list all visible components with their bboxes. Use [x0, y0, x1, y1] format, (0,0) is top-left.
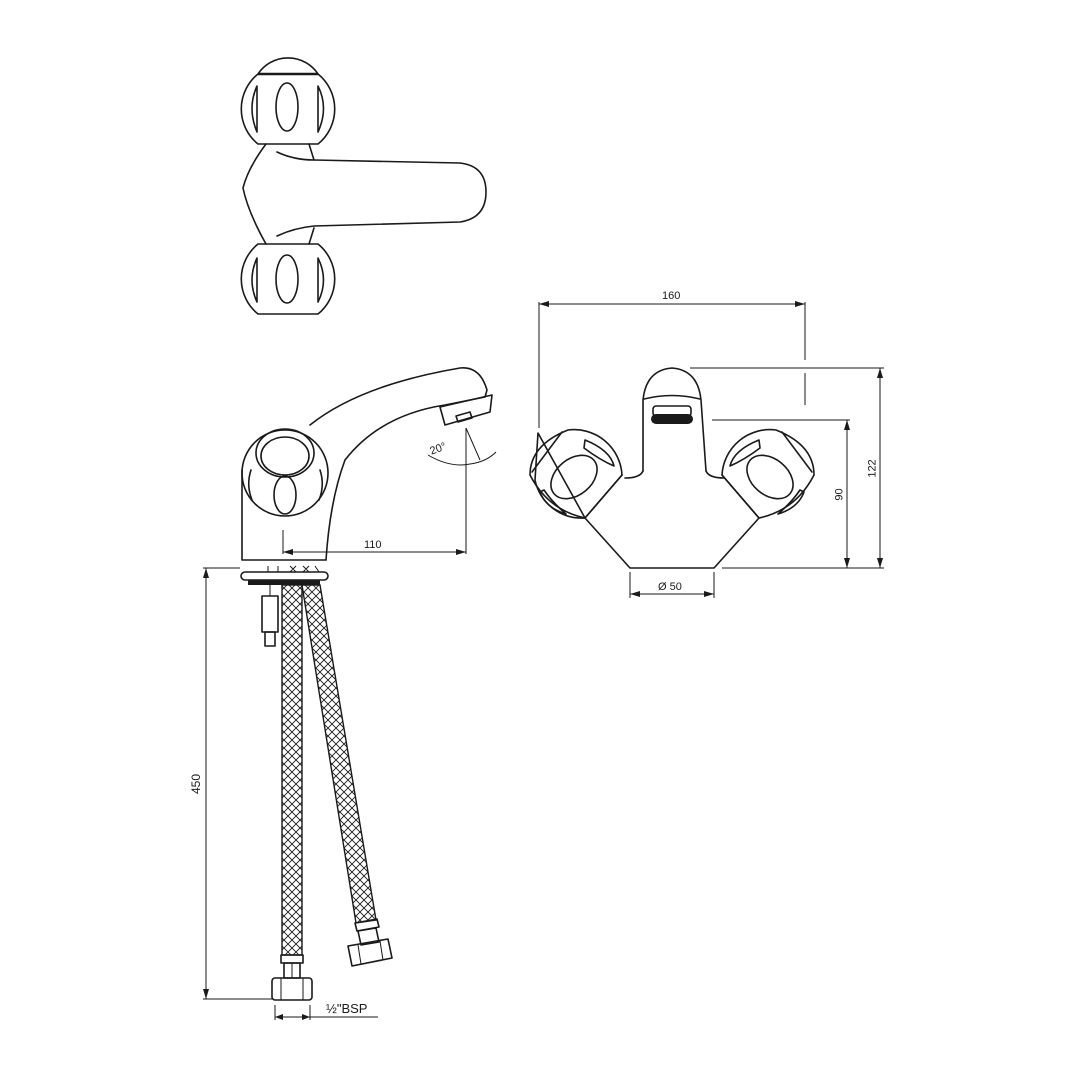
dim-spout-height: 90: [833, 488, 846, 501]
left-handle: [529, 428, 623, 519]
top-view: [240, 57, 487, 315]
top-spout: [242, 143, 487, 245]
dim-overall-height: 122: [866, 459, 879, 478]
dim-overall-width: 160: [662, 290, 681, 302]
bottom-handle: [240, 243, 336, 315]
dim-hose-length: 450: [189, 773, 204, 795]
dimension-lines: [203, 301, 884, 1020]
hose-straight: [271, 584, 313, 1001]
dim-base-diameter: Ø 50: [658, 581, 682, 593]
right-handle: [721, 428, 815, 519]
dim-spout-reach: 110: [364, 539, 382, 551]
top-handle: [240, 57, 336, 145]
front-view: [529, 367, 815, 569]
dim-connection: ½"BSP: [326, 1001, 368, 1016]
hose-angled: [301, 584, 393, 967]
side-view: [240, 367, 493, 1001]
